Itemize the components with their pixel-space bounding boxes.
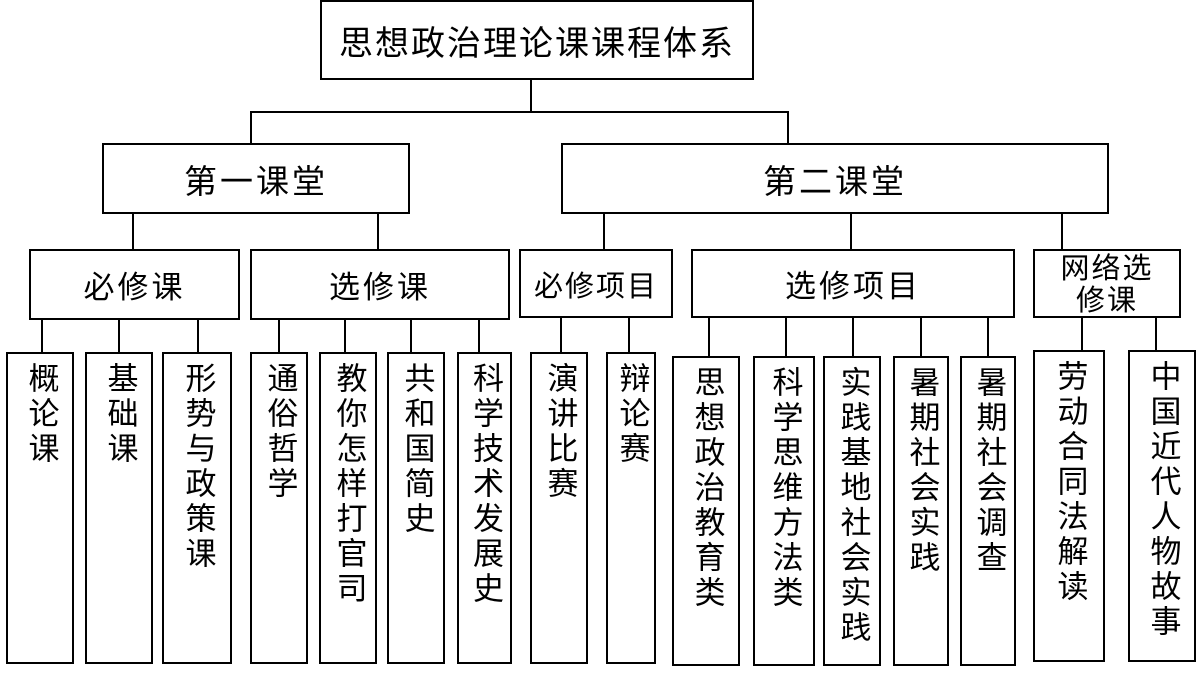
leaf-node: 科学技术发展史 [457, 352, 512, 664]
leaf-node: 中国近代人物故事 [1128, 350, 1196, 662]
first-classroom-node: 第一课堂 [102, 143, 410, 214]
leaf-node: 共和国简史 [387, 352, 445, 664]
elective-course-node: 选修课 [250, 249, 510, 320]
leaf-node: 辩论赛 [606, 352, 656, 664]
leaf-label: 暑期社会实践 [903, 366, 940, 576]
leaf-node: 概论课 [6, 352, 74, 664]
elective-project-label: 选修项目 [785, 269, 921, 305]
required-course-label: 必修课 [83, 270, 186, 306]
leaf-node: 劳动合同法解读 [1033, 350, 1105, 662]
leaf-node: 基础课 [85, 352, 153, 664]
leaf-node: 实践基地社会实践 [823, 356, 881, 666]
leaf-label: 劳动合同法解读 [1051, 360, 1088, 605]
leaf-node: 演讲比赛 [530, 352, 588, 664]
leaf-label: 教你怎样打官司 [330, 362, 367, 607]
leaf-node: 暑期社会调查 [960, 356, 1016, 666]
online-elective-label-line2: 修课 [1075, 282, 1138, 317]
leaf-node: 科学思维方法类 [753, 356, 815, 666]
leaf-label: 科学技术发展史 [467, 362, 503, 607]
second-classroom-label: 第二课堂 [763, 161, 907, 201]
leaf-node: 暑期社会实践 [893, 356, 949, 666]
first-classroom-label: 第一课堂 [184, 161, 328, 201]
leaf-label: 暑期社会调查 [970, 366, 1007, 576]
leaf-label: 基础课 [101, 362, 138, 467]
elective-course-label: 选修课 [329, 270, 431, 306]
root-node: 思想政治理论课课程体系 [320, 0, 754, 80]
leaf-node: 思想政治教育类 [672, 356, 740, 666]
leaf-label: 通俗哲学 [261, 362, 298, 502]
leaf-label: 概论课 [22, 362, 59, 467]
leaf-node: 形势与政策课 [162, 352, 232, 664]
root-label: 思想政治理论课课程体系 [339, 23, 735, 64]
required-project-label: 必修项目 [533, 268, 658, 303]
elective-project-node: 选修项目 [691, 249, 1015, 318]
leaf-label: 中国近代人物故事 [1144, 360, 1181, 640]
leaf-label: 形势与政策课 [179, 362, 216, 572]
leaf-label: 科学思维方法类 [766, 366, 803, 611]
leaf-label: 思想政治教育类 [688, 366, 725, 611]
leaf-label: 演讲比赛 [541, 362, 578, 502]
online-elective-node: 网络选 修课 [1033, 249, 1181, 318]
leaf-label: 实践基地社会实践 [834, 366, 871, 646]
required-project-node: 必修项目 [519, 249, 673, 318]
second-classroom-node: 第二课堂 [561, 143, 1109, 214]
leaf-node: 教你怎样打官司 [319, 352, 377, 664]
leaf-label: 辩论赛 [613, 362, 650, 467]
leaf-label: 共和国简史 [398, 362, 435, 537]
online-elective-label-line1: 网络选 [1060, 250, 1154, 285]
leaf-node: 通俗哲学 [250, 352, 308, 664]
required-course-node: 必修课 [29, 249, 240, 320]
